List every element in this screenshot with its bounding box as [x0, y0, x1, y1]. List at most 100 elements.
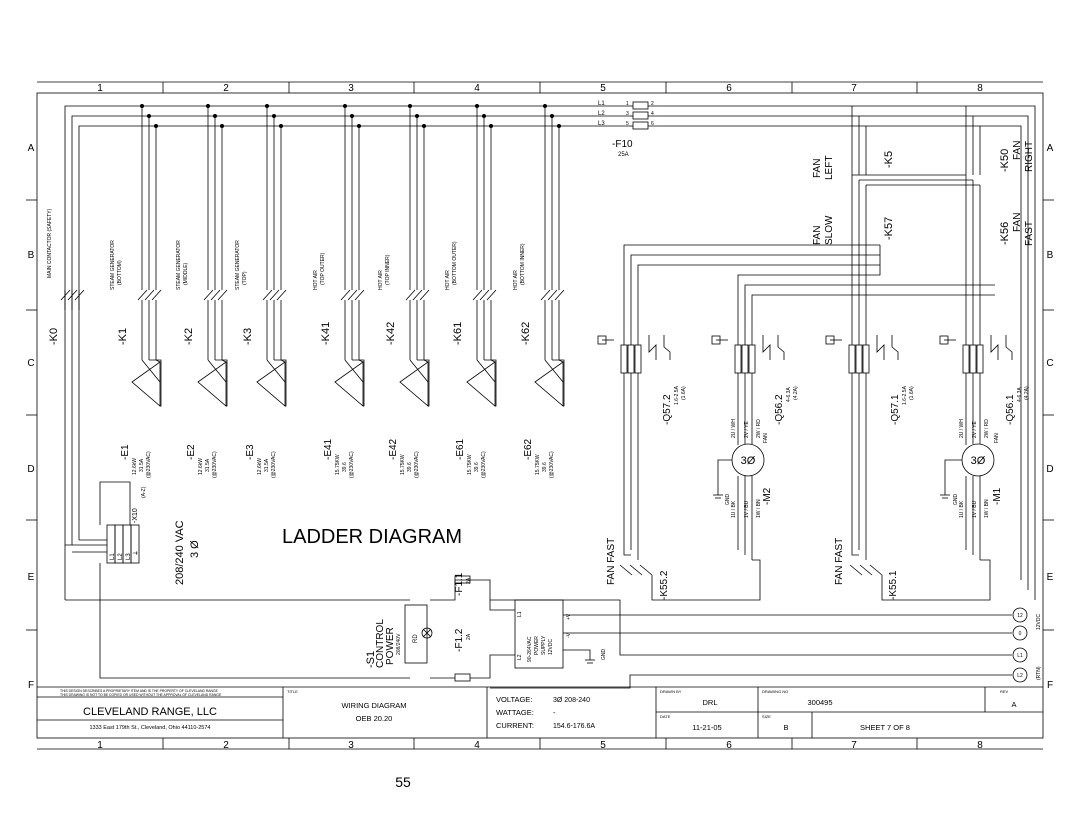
fuse-terminal: 6 — [651, 121, 654, 127]
heating-element-triangle — [334, 361, 364, 407]
contactor-tag: -K41 — [320, 322, 332, 345]
contactor-contact — [419, 289, 430, 301]
contactor-wire — [149, 359, 162, 407]
fan-contactor-tag: -K56 — [999, 222, 1011, 245]
title-block-grid — [37, 686, 1043, 738]
output-terminal: L2 — [1017, 673, 1023, 679]
contactor-tag: -K62 — [520, 322, 532, 345]
contactor-wire — [266, 359, 286, 383]
contactor-contact — [151, 289, 162, 301]
contactor-label: (TOP INNER) — [385, 254, 391, 285]
contactor-contact — [472, 289, 483, 301]
motor-symbol: 3Ø — [971, 455, 986, 467]
psu-terminal: L2 — [517, 654, 523, 660]
breaker-range: 4-6.3A — [786, 387, 792, 402]
row-letter-right: A — [1047, 143, 1054, 154]
size-caption: SIZE — [762, 714, 771, 719]
heating-element-spec: 12.6kW — [132, 458, 138, 475]
fan-contactor-label: FAN — [812, 159, 823, 178]
breaker-handle — [939, 335, 949, 345]
aux-contact — [990, 335, 999, 360]
fan-contactor-label: SLOW — [824, 215, 835, 245]
breaker-pole — [855, 344, 863, 374]
psu-terminal: +V — [566, 613, 572, 620]
contactor-contact — [479, 289, 490, 301]
disclaimer: THIS DESIGN DESCRIBES A PROPRIETARY ITEM… — [60, 689, 219, 693]
aux-contact — [663, 335, 671, 360]
motor-terminal: 2W / RD — [756, 419, 762, 438]
contactor-wire — [207, 359, 227, 383]
voltage-value: 3Ø 208-240 — [553, 697, 590, 704]
breaker-pole — [748, 344, 756, 374]
contactor-label: STEAM GENERATOR — [176, 240, 182, 290]
fuse-terminal: 5 — [626, 121, 629, 127]
row-letter-left: D — [27, 464, 34, 475]
heating-element-triangle — [399, 361, 429, 407]
fan-fast-label: FAN FAST — [834, 538, 845, 585]
column-number-top: 7 — [851, 83, 857, 94]
breaker-handle — [597, 335, 607, 345]
motor-terminal: 2V / YE — [744, 420, 750, 438]
contactor-contact — [137, 289, 148, 301]
output-note: (RTN) — [1036, 666, 1042, 680]
psu-terminal: GND — [601, 649, 607, 661]
motor-terminal: 2W / RD — [984, 419, 990, 438]
heating-element-spec: 39.6 — [474, 462, 480, 472]
date-value: 11-21-05 — [692, 723, 721, 732]
title-line-2: OEB 20.20 — [356, 714, 393, 723]
row-letter-right: B — [1047, 250, 1054, 261]
terminal-block-note: (A-Z) — [141, 486, 147, 498]
fan-fast-label: FAN FAST — [606, 538, 617, 585]
breaker-handle — [711, 335, 721, 345]
heating-element-spec: 39.6 — [542, 462, 548, 472]
supply-voltage: 208/240 VAC — [174, 520, 186, 585]
terminal-label: ⏚ — [133, 550, 140, 556]
fan-fast-tag: -K55.2 — [659, 570, 670, 600]
switch-voltage: 208/240V — [396, 633, 402, 655]
drawn-by-caption: DRAWN BY — [660, 689, 682, 694]
drawing-no-caption: DRAWING NO — [762, 689, 788, 694]
motor-terminal: 2U / WH — [731, 419, 737, 438]
column-number-bottom: 1 — [97, 740, 103, 751]
heating-element-spec: 39.6 — [342, 462, 348, 472]
motor-terminal: 2U / WH — [959, 419, 965, 438]
contactor-drawings — [131, 104, 565, 407]
fan-contactor-label: LEFT — [824, 156, 835, 180]
main-contactor-k0-symbol — [60, 289, 85, 310]
contactor-contact — [412, 289, 423, 301]
breaker-pole — [634, 344, 642, 374]
column-number-top: 1 — [97, 83, 103, 94]
date-caption: DATE — [660, 714, 671, 719]
contactor-wire — [417, 359, 430, 407]
heating-element-tag: -E42 — [388, 438, 399, 460]
contactor-label: STEAM GENERATOR — [235, 240, 241, 290]
contactor-label: (BOTTOM INNER) — [520, 243, 526, 285]
breaker-tag: -Q57.2 — [662, 394, 673, 425]
output-terminal: 0 — [1019, 631, 1022, 637]
contactor-label: STEAM GENERATOR — [110, 240, 116, 290]
column-number-top: 3 — [348, 83, 354, 94]
diagram-title: LADDER DIAGRAM — [282, 526, 462, 548]
frame-row-ticks — [26, 199, 1054, 631]
heating-element-spec: (@230VAC) — [481, 451, 487, 478]
contactor-contact — [269, 289, 280, 301]
breaker-pole — [976, 344, 984, 374]
contactor-label: (BOTTOM) — [117, 260, 123, 285]
heating-element-spec: (@230VAC) — [414, 451, 420, 478]
contactor-label: (BOTTOM OUTER) — [452, 241, 458, 285]
terminal-block-tag: -X10 — [132, 508, 139, 523]
psu-terminal: L1 — [517, 611, 523, 617]
sheet-number: SHEET 7 OF 8 — [860, 723, 910, 732]
heating-element-spec: (@230VAC) — [349, 451, 355, 478]
aux-contact — [891, 335, 899, 360]
breaker-pole — [741, 344, 749, 374]
row-letter-right: C — [1046, 358, 1053, 369]
heating-element-spec: 15.75KW — [400, 454, 406, 475]
rev-value: A — [1011, 700, 1016, 709]
motor-terminal: 1W / BN — [984, 499, 990, 518]
breaker-range: 1.6-2.5A — [902, 385, 908, 405]
contactor-tag: -K3 — [242, 328, 254, 345]
contactor-contact — [210, 289, 221, 301]
